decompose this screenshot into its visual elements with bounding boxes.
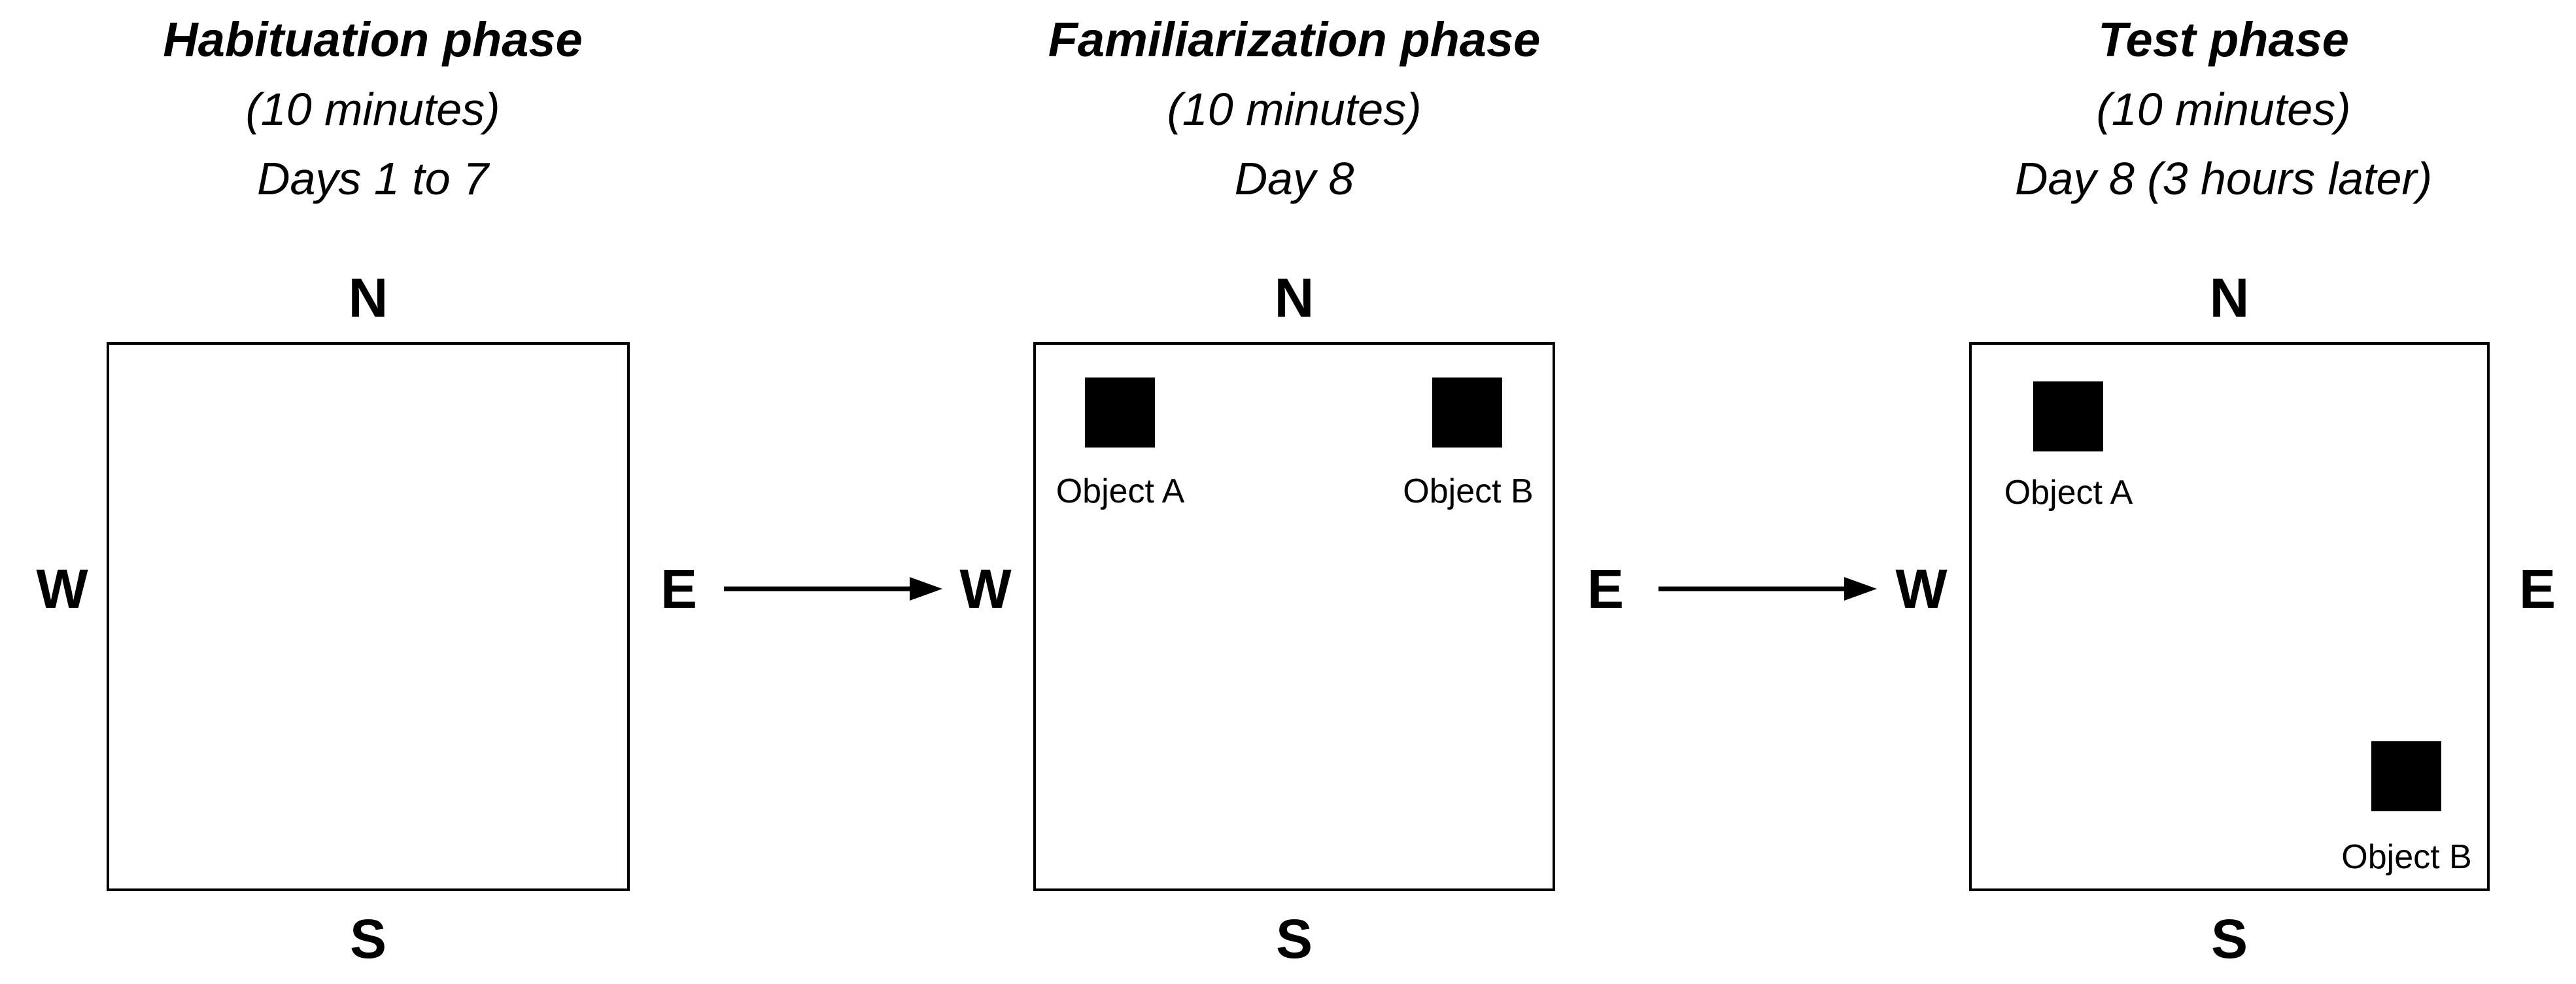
compass-east-label: E <box>660 558 698 620</box>
habituation-arena <box>107 342 630 891</box>
transition-arrow-icon <box>724 577 942 601</box>
compass-north-label: N <box>1274 267 1314 328</box>
familiarization-arena: Object A Object B <box>1033 342 1555 891</box>
object-b-square <box>2371 741 2441 811</box>
object-a-square <box>1085 378 1155 448</box>
object-a-label: Object A <box>2004 474 2133 512</box>
compass-south-label: S <box>1275 908 1313 970</box>
compass-south-label: S <box>349 908 387 970</box>
phase-title: Test phase <box>2098 12 2349 67</box>
phase-schedule: Day 8 <box>1234 153 1354 204</box>
phase-duration: (10 minutes) <box>1167 84 1422 135</box>
compass-west-label: W <box>959 558 1012 620</box>
phase-schedule: Days 1 to 7 <box>256 153 489 204</box>
phase-duration: (10 minutes) <box>245 84 500 135</box>
compass-north-label: N <box>2209 267 2250 328</box>
object-a-label: Object A <box>1056 472 1185 510</box>
phase-schedule: Day 8 (3 hours later) <box>2014 153 2433 204</box>
familiarization-title-block: Familiarization phase (10 minutes) Day 8 <box>935 5 1654 213</box>
transition-arrow-icon <box>1658 577 1877 601</box>
compass-west-label: W <box>36 558 88 620</box>
compass-east-label: E <box>1587 558 1624 620</box>
test-title-block: Test phase (10 minutes) Day 8 (3 hours l… <box>1864 5 2576 213</box>
phase-title: Habituation phase <box>163 12 583 67</box>
compass-south-label: S <box>2210 908 2248 970</box>
compass-north-label: N <box>348 267 388 328</box>
test-arena: Object A Object B <box>1969 342 2490 891</box>
compass-east-label: E <box>2518 558 2556 620</box>
habituation-title-block: Habituation phase (10 minutes) Days 1 to… <box>13 5 732 213</box>
object-b-label: Object B <box>2341 838 2472 876</box>
compass-west-label: W <box>1895 558 1948 620</box>
object-b-square <box>1432 378 1502 448</box>
phase-title: Familiarization phase <box>1048 12 1541 67</box>
phase-duration: (10 minutes) <box>2096 84 2351 135</box>
object-b-label: Object B <box>1403 472 1534 510</box>
object-a-square <box>2033 381 2103 451</box>
